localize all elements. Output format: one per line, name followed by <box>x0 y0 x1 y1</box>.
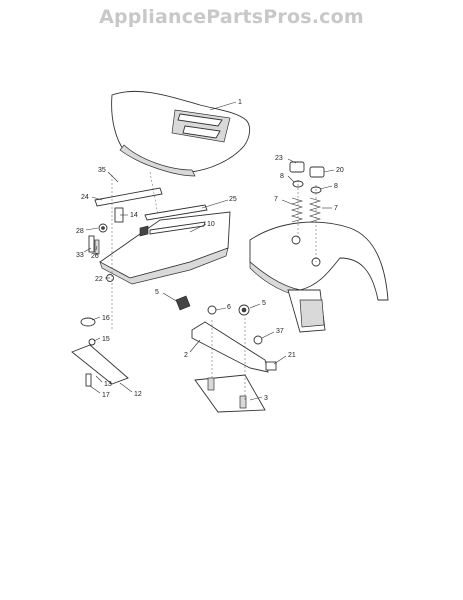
callout-8-right: 8 <box>334 183 338 190</box>
callout-26: 26 <box>91 253 99 260</box>
callout-14: 14 <box>130 212 138 219</box>
callout-15: 15 <box>102 336 110 343</box>
callout-7-right: 7 <box>334 205 338 212</box>
callout-37: 37 <box>276 328 284 335</box>
fender-part <box>249 221 389 333</box>
pivot-bracket-parts <box>191 304 277 413</box>
callout-33: 33 <box>76 252 84 259</box>
callout-16: 16 <box>102 315 110 322</box>
callout-labels: 1 35 24 25 14 28 33 26 10 22 5 6 5 16 15… <box>76 99 344 402</box>
callout-3: 3 <box>264 395 268 402</box>
callout-1: 1 <box>238 99 242 106</box>
alignment-lines <box>111 171 317 400</box>
callout-22: 22 <box>95 276 103 283</box>
callout-12: 12 <box>134 391 142 398</box>
callout-8-left: 8 <box>280 173 284 180</box>
seat-rail-parts <box>94 187 208 237</box>
callout-10: 10 <box>207 221 215 228</box>
spring-parts <box>289 161 325 223</box>
leader-lines <box>83 101 335 401</box>
callout-2: 2 <box>184 352 188 359</box>
callout-17: 17 <box>102 392 110 399</box>
clip-part <box>175 295 191 311</box>
callout-21: 21 <box>288 352 296 359</box>
callout-25: 25 <box>229 196 237 203</box>
callout-24: 24 <box>81 194 89 201</box>
callout-20: 20 <box>336 167 344 174</box>
callout-5-right: 5 <box>262 300 266 307</box>
callout-13: 13 <box>104 381 112 388</box>
callout-35: 35 <box>98 167 106 174</box>
callout-23: 23 <box>275 155 283 162</box>
lower-linkage-parts <box>71 317 129 387</box>
callout-28: 28 <box>76 228 84 235</box>
callout-6: 6 <box>227 304 231 311</box>
site-watermark: AppliancePartsPros.com <box>99 6 364 28</box>
seat-part <box>111 90 251 177</box>
callout-5-left: 5 <box>155 289 159 296</box>
callout-7-left: 7 <box>274 196 278 203</box>
